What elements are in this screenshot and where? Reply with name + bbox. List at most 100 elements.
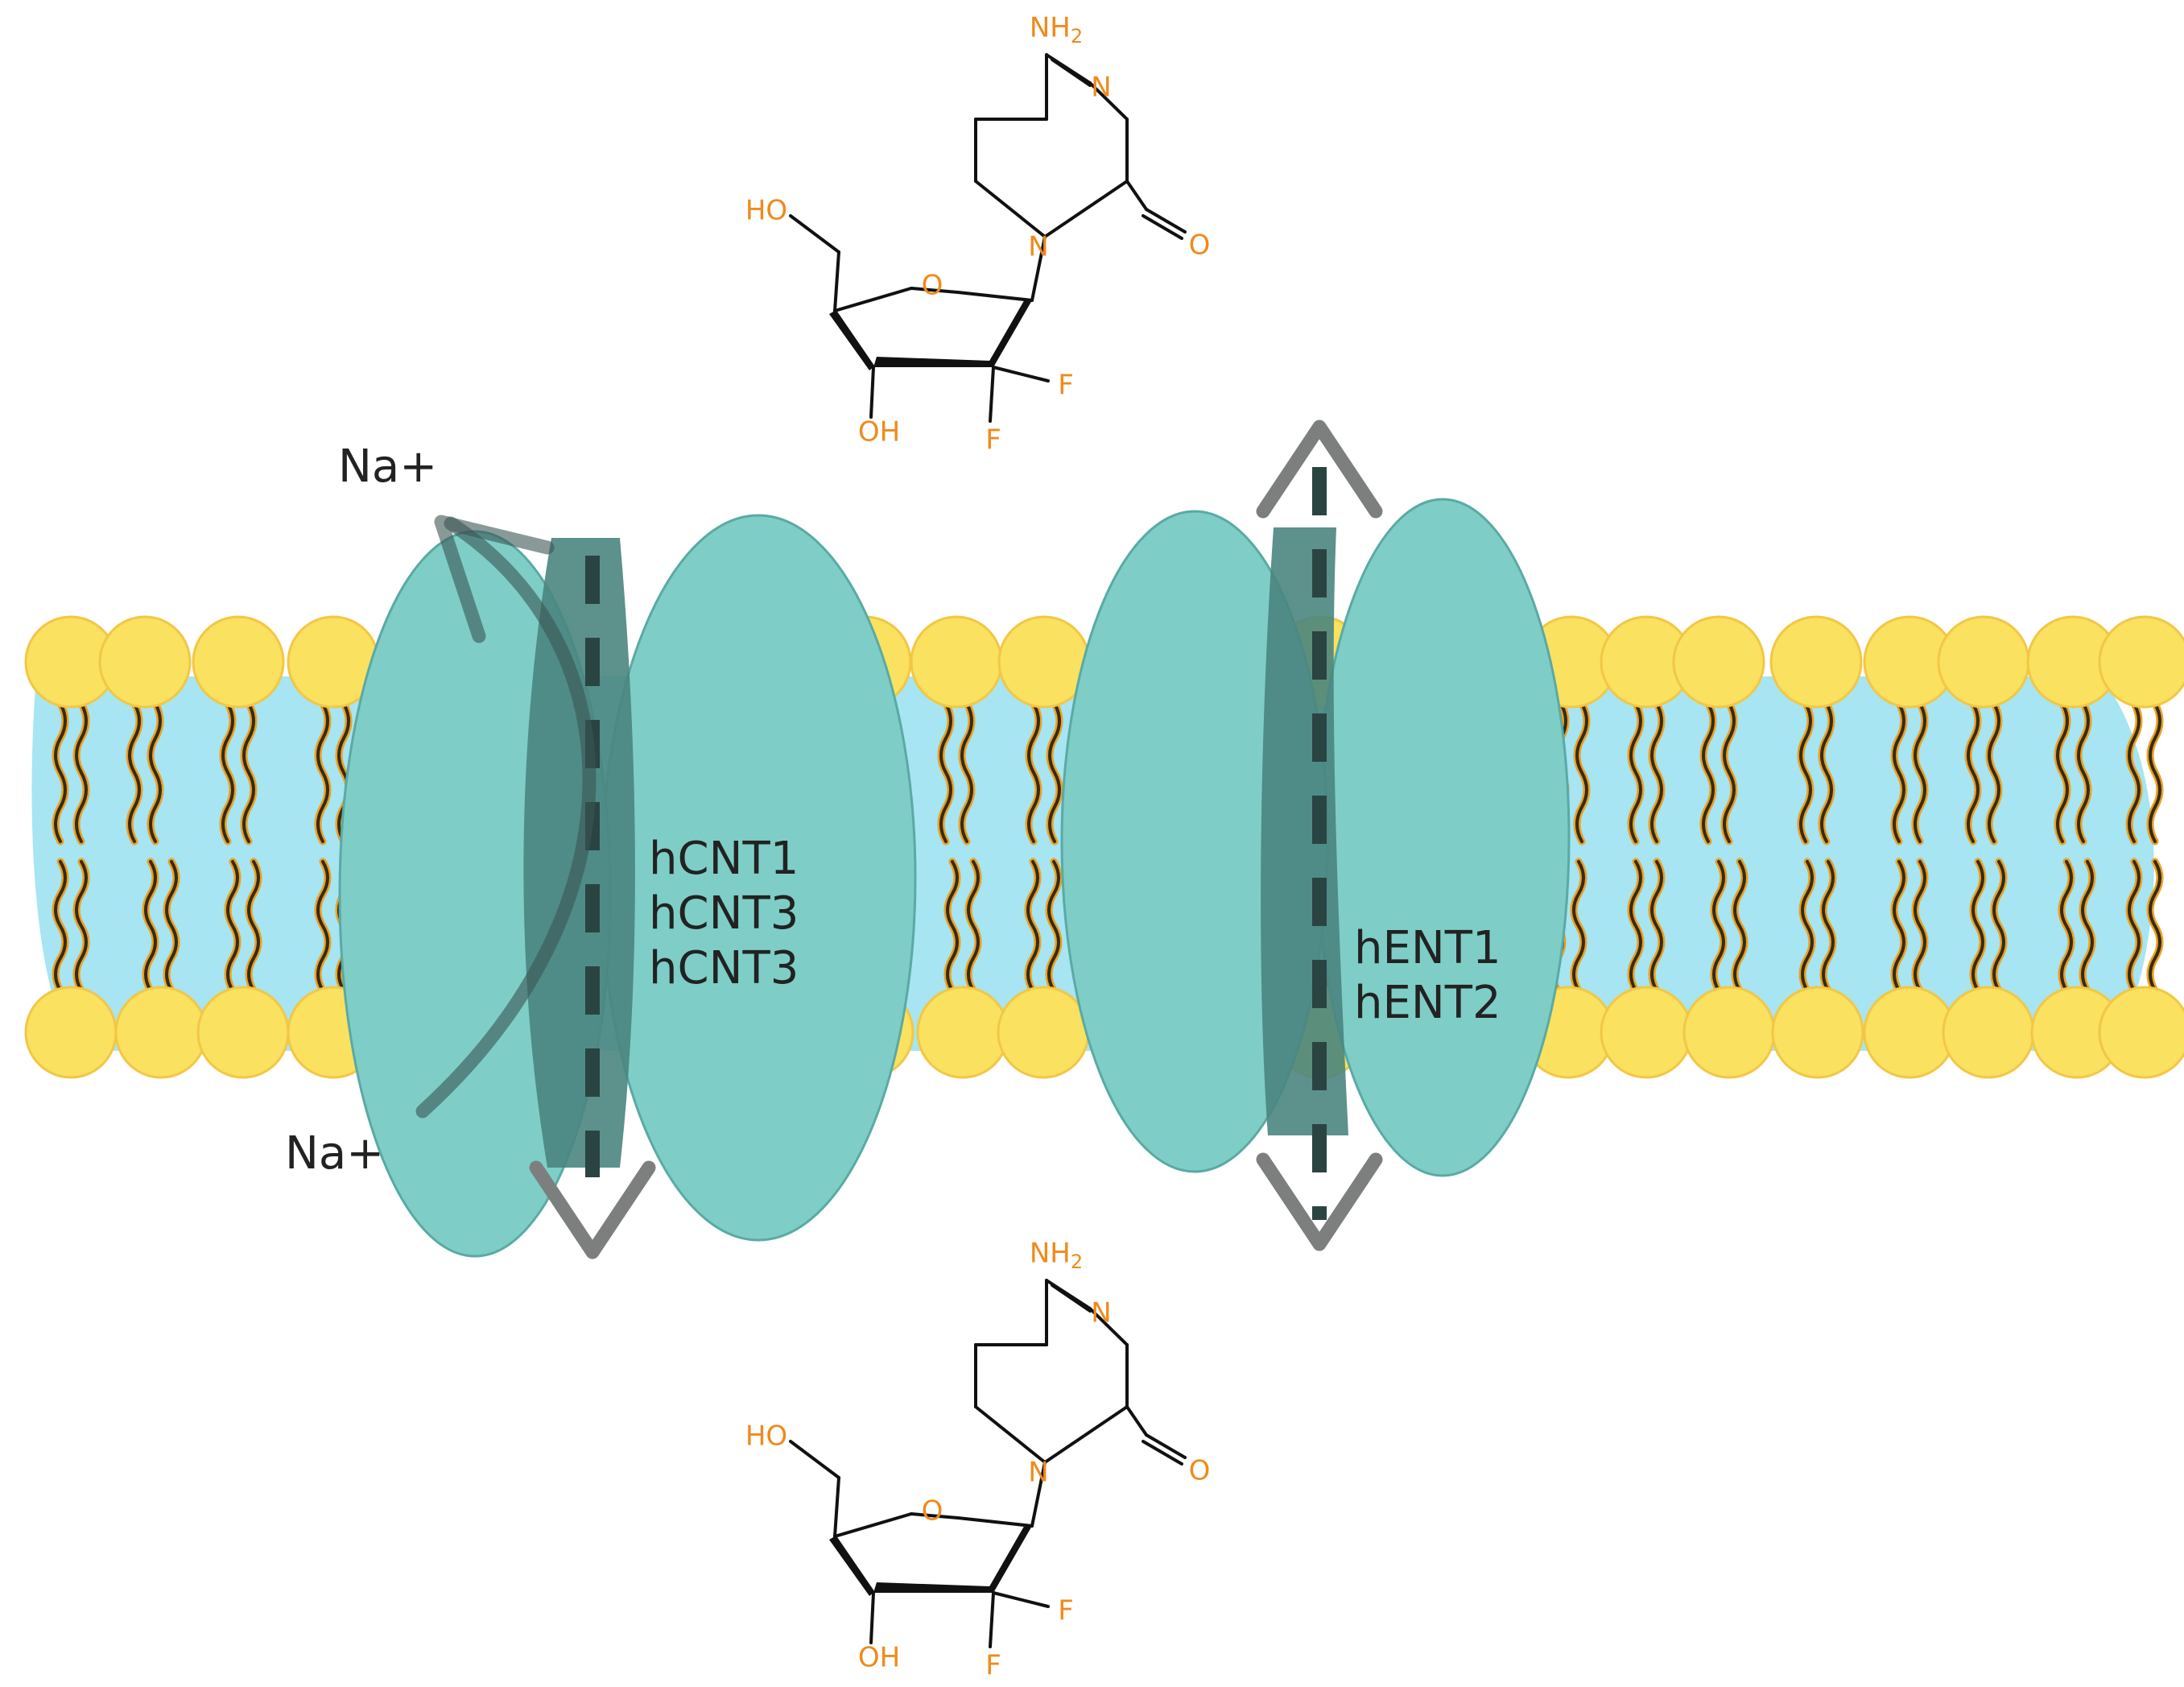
ring-oxygen-label: O [922, 1495, 943, 1528]
fluorine-label: F [985, 424, 1001, 457]
lipid-tail [1048, 702, 1061, 843]
lipid-tail [2056, 702, 2069, 843]
bond [1043, 1405, 1129, 1464]
lipid-tail [1026, 860, 1039, 992]
lipid-tail [1723, 702, 1736, 843]
transporter-name: hENT1 [1354, 922, 1501, 974]
amine-label: NH2 [1030, 12, 1083, 48]
sodium-cotransport-arc [415, 516, 597, 1118]
bond [910, 1512, 960, 1520]
ring-nitrogen-label: N [1028, 231, 1048, 263]
lipid-tail [1047, 860, 1060, 992]
transporter-name: hENT2 [1354, 977, 1501, 1029]
bond [992, 1591, 1050, 1608]
cnt-transporter-label: hCNT1 hCNT3 hCNT3 [649, 832, 799, 996]
lipid-head-inner [1600, 986, 1693, 1079]
bond [956, 1516, 1034, 1528]
lipid-tail [967, 860, 980, 992]
transporter-name: hCNT3 [649, 942, 799, 994]
lipid-tail [1572, 860, 1585, 992]
lipid-tail [165, 860, 178, 992]
lipid-tail [960, 702, 973, 843]
fluorine-label: F [1058, 370, 1074, 402]
wedge-bond [989, 1524, 1032, 1593]
lipid-tail [1992, 860, 2005, 992]
bond [1142, 1440, 1183, 1466]
wedge-bond [829, 1536, 873, 1596]
lipid-head-outer [1937, 615, 2030, 709]
lipid-head-inner [2098, 986, 2184, 1079]
carbonyl-oxygen-label: O [1189, 229, 1211, 262]
lipid-tail [2149, 860, 2161, 992]
lipid-tail [2060, 860, 2073, 992]
hydroxyl-label: OH [858, 416, 900, 449]
lipid-tail [247, 860, 260, 992]
lipid-head-outer [1672, 615, 1765, 709]
lipid-tail [1893, 860, 1905, 992]
wedge-bond [829, 311, 873, 370]
hydroxymethyl-label: HO [745, 1420, 787, 1453]
lipid-head-inner [196, 986, 290, 1079]
bond [1043, 180, 1129, 238]
lipid-tail [1702, 702, 1715, 843]
lipid-tail [1893, 702, 1905, 843]
lipid-tail [1801, 860, 1814, 992]
ent-import-arrow-icon [1256, 420, 1383, 519]
bond [1088, 81, 1129, 121]
lipid-tail [1027, 702, 1040, 843]
lipid-head-outer [98, 615, 192, 709]
bond [833, 287, 913, 312]
lipid-tail [316, 702, 329, 843]
sodium-label-intracellular: Na+ [285, 1127, 385, 1180]
lipid-head-inner [1682, 986, 1776, 1079]
fluorine-label: F [1058, 1595, 1074, 1627]
hydroxymethyl-label: HO [745, 195, 787, 227]
lipid-tail [54, 860, 67, 992]
lipid-head-inner [114, 986, 208, 1079]
lipid-tail [1971, 860, 1984, 992]
ring-nitrogen-label: N [1028, 1457, 1048, 1489]
bond [910, 287, 960, 294]
ent-transporter-label: hENT1 hENT2 [1354, 921, 1501, 1031]
lipid-tail [1799, 702, 1812, 843]
lipid-tail [1575, 702, 1588, 843]
lipid-head-inner [24, 986, 118, 1079]
lipid-tail [1988, 702, 2000, 843]
lipid-tail [2128, 702, 2141, 843]
carbonyl-oxygen-label: O [1189, 1455, 1211, 1487]
lipid-tail [226, 860, 239, 992]
cnt-transporter [338, 514, 917, 1259]
lipid-tail [1629, 860, 1642, 992]
bond [869, 1591, 875, 1644]
amine-subscript: 2 [1071, 1251, 1083, 1273]
sodium-arrowhead-icon [434, 515, 555, 643]
ring-nitrogen-label: N [1091, 1297, 1111, 1329]
wedge-bond [873, 357, 993, 367]
bond [989, 366, 995, 423]
wedge-bond [873, 1582, 993, 1593]
bond [1145, 1433, 1187, 1459]
lipid-tail [1733, 860, 1746, 992]
transporter-name: hCNT3 [649, 887, 799, 940]
wedge-bond [989, 298, 1032, 367]
fluorine-label: F [985, 1650, 1001, 1682]
lipid-tail [149, 702, 162, 843]
hydroxyl-label: OH [858, 1642, 900, 1674]
lipid-tail [75, 702, 88, 843]
transporter-name: hCNT1 [649, 833, 799, 885]
lipid-tail [54, 702, 67, 843]
bond [833, 250, 840, 312]
bond [992, 366, 1050, 382]
lipid-tail [2077, 702, 2090, 843]
bond [1088, 1307, 1129, 1346]
bond [1142, 214, 1183, 240]
bond [1051, 1284, 1092, 1313]
bond [989, 1591, 995, 1648]
lipid-tail [946, 860, 959, 992]
lipid-tail [128, 702, 141, 843]
bond [1125, 1405, 1148, 1437]
lipid-tail [1967, 702, 1980, 843]
